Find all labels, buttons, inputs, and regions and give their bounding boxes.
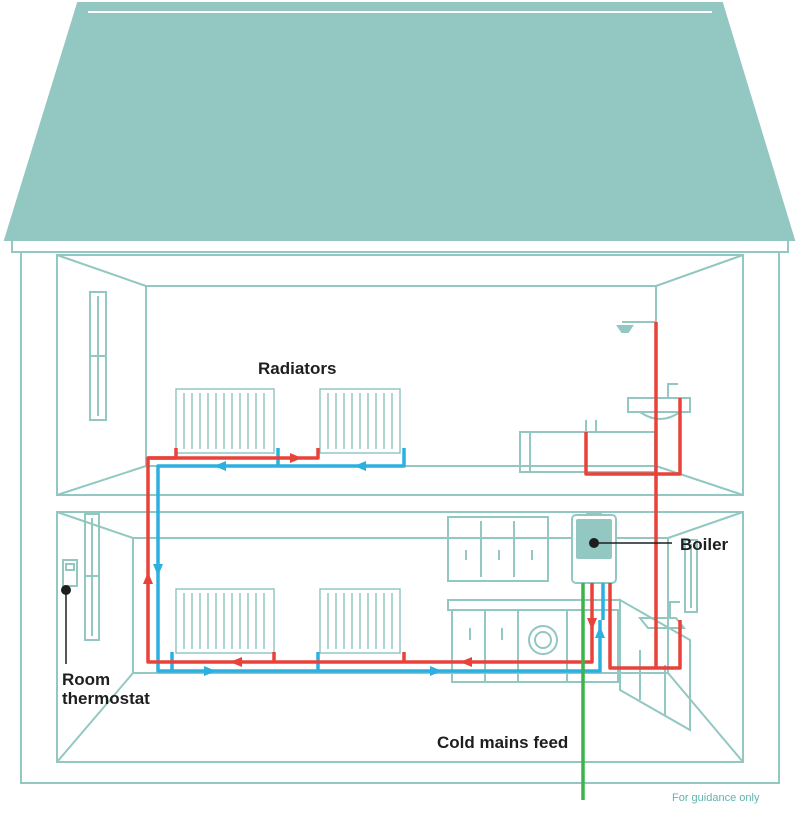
room-thermostat-device [62,559,78,587]
room-thermostat-label-line2: thermostat [62,689,150,708]
kitchen-corner-units [619,598,691,732]
washing-machine [528,625,558,655]
boiler-label: Boiler [680,535,729,554]
arrow-down-icon [587,618,597,630]
guidance-footnote: For guidance only [672,792,760,804]
boiler-marker [589,538,672,548]
radiator-upstairs-2 [319,388,401,454]
arrow-right-icon [430,666,442,676]
radiator-downstairs-1 [175,588,275,654]
cold-mains-feed-label: Cold mains feed [437,733,569,752]
arrow-left-icon [214,461,226,471]
window-downstairs-left [84,513,100,641]
room-thermostat-label-line1: Room [62,670,111,689]
flow-arrows [143,453,605,676]
arrow-right-icon [204,666,216,676]
arrow-left-icon [230,657,242,667]
hot-flow-pipes [146,322,682,670]
shower-head [616,321,656,333]
bath-taps [585,420,597,432]
radiator-upstairs-1 [175,388,275,454]
arrow-right-icon [290,453,302,463]
arrow-left-icon [460,657,472,667]
wall-cabinets [447,516,549,582]
roof [3,1,796,253]
arrow-left-icon [354,461,366,471]
radiator-downstairs-2 [319,588,401,654]
radiators-label: Radiators [258,359,337,378]
arrow-down-icon [153,564,163,576]
thermostat-marker [61,585,71,664]
window-downstairs-right [684,539,698,613]
arrow-up-icon [143,572,153,584]
window-upstairs-left [89,291,107,421]
bathroom-sink [627,383,691,420]
arrow-up-icon [595,626,605,638]
